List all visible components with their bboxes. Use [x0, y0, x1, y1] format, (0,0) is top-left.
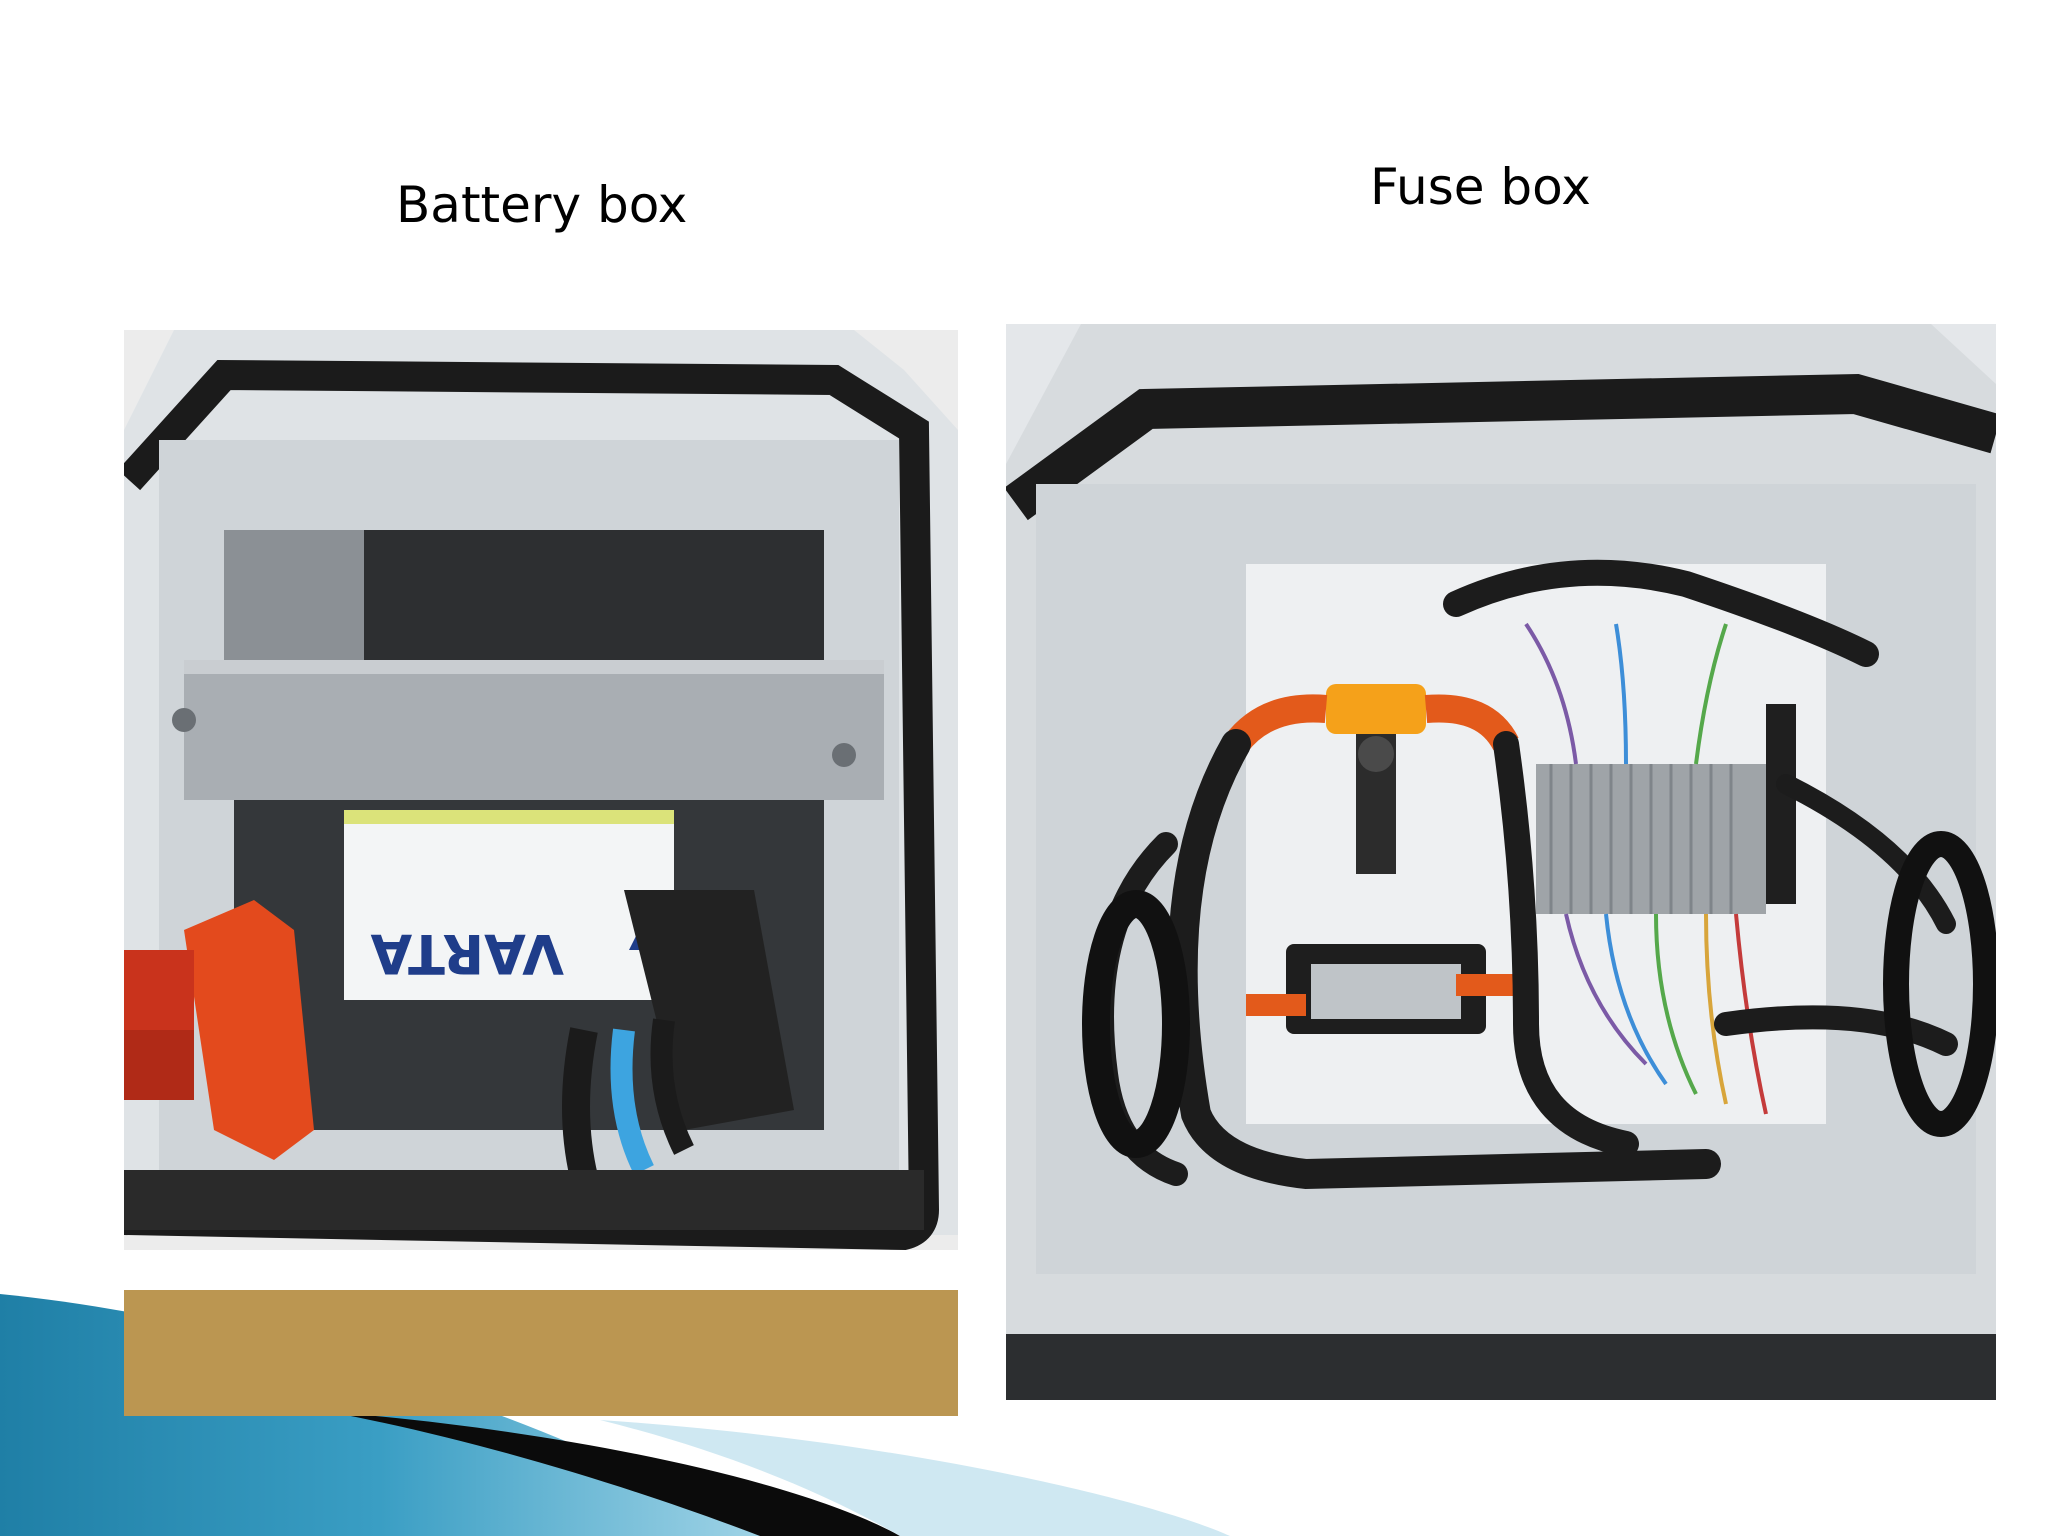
fuse-box-caption: Fuse box [1370, 158, 1591, 216]
varta-logo-text: VARTA [370, 922, 564, 985]
battery-box-photo: VARTA [124, 330, 958, 1416]
battery-box-caption: Battery box [396, 176, 688, 234]
fuse-box-photo [1006, 324, 1996, 1400]
